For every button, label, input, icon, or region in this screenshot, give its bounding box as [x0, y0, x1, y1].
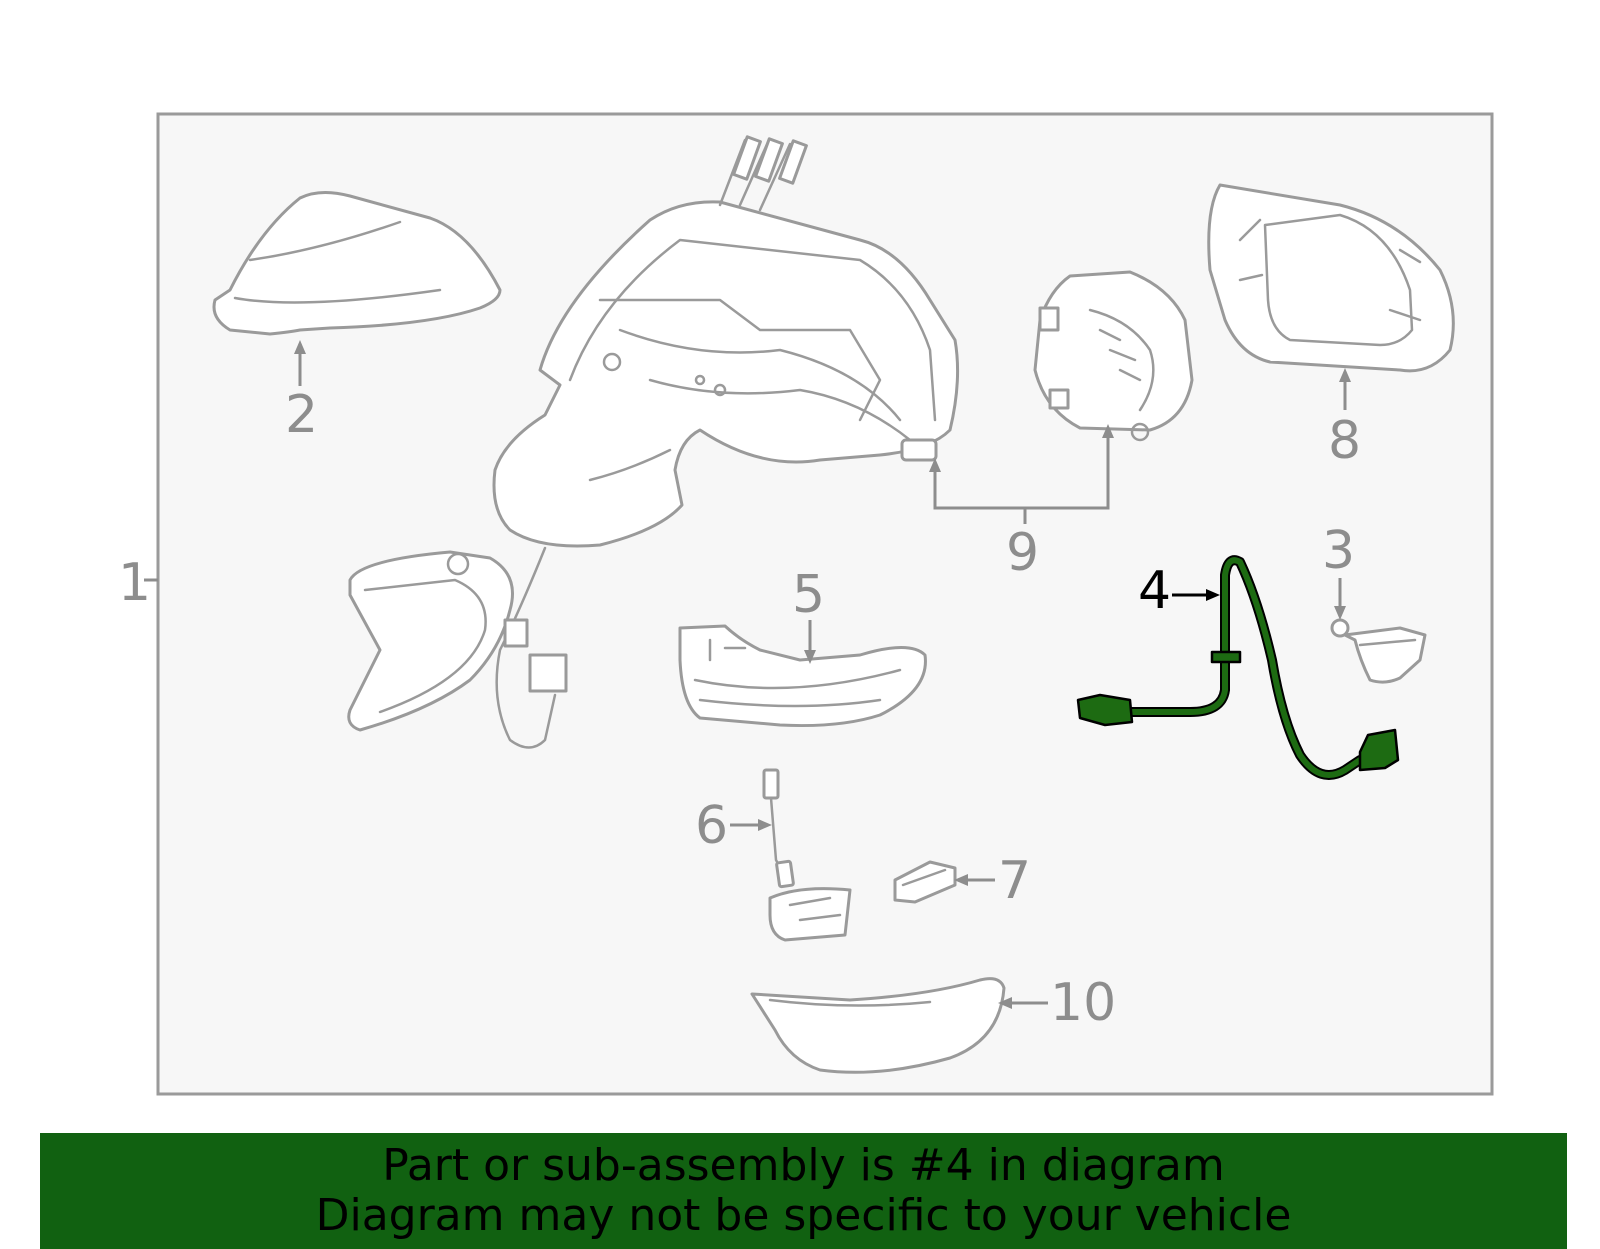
part-2-mirror-cover[interactable] [212, 191, 502, 336]
info-banner: Part or sub-assembly is #4 in diagram Di… [40, 1133, 1567, 1249]
callout-4[interactable]: 4 [1138, 561, 1171, 621]
part-9-actuator[interactable] [900, 270, 1194, 462]
banner-line-disclaimer: Diagram may not be specific to your vehi… [315, 1190, 1292, 1241]
callout-9[interactable]: 9 [1006, 523, 1039, 583]
part-3-bracket[interactable] [1330, 618, 1427, 684]
callout-1[interactable]: 1 [118, 553, 151, 613]
part-10-lower-cover[interactable] [750, 977, 1006, 1074]
part-4-wiring-harness[interactable] [1076, 555, 1400, 780]
callout-2[interactable]: 2 [285, 385, 318, 445]
part-6-lamp-socket[interactable] [762, 768, 852, 942]
callout-3[interactable]: 3 [1322, 521, 1355, 581]
callout-7[interactable]: 7 [998, 851, 1031, 911]
part-1-mirror-assembly[interactable] [347, 135, 960, 749]
part-7-courtesy-lamp[interactable] [893, 860, 957, 904]
callout-8[interactable]: 8 [1328, 411, 1361, 471]
callout-5[interactable]: 5 [792, 565, 825, 625]
part-8-mirror-frame[interactable] [1207, 183, 1455, 373]
part-5-turn-signal-lamp[interactable] [678, 624, 927, 728]
callout-6[interactable]: 6 [695, 796, 728, 856]
banner-line-part-number: Part or sub-assembly is #4 in diagram [382, 1140, 1225, 1191]
callout-10[interactable]: 10 [1050, 973, 1116, 1033]
